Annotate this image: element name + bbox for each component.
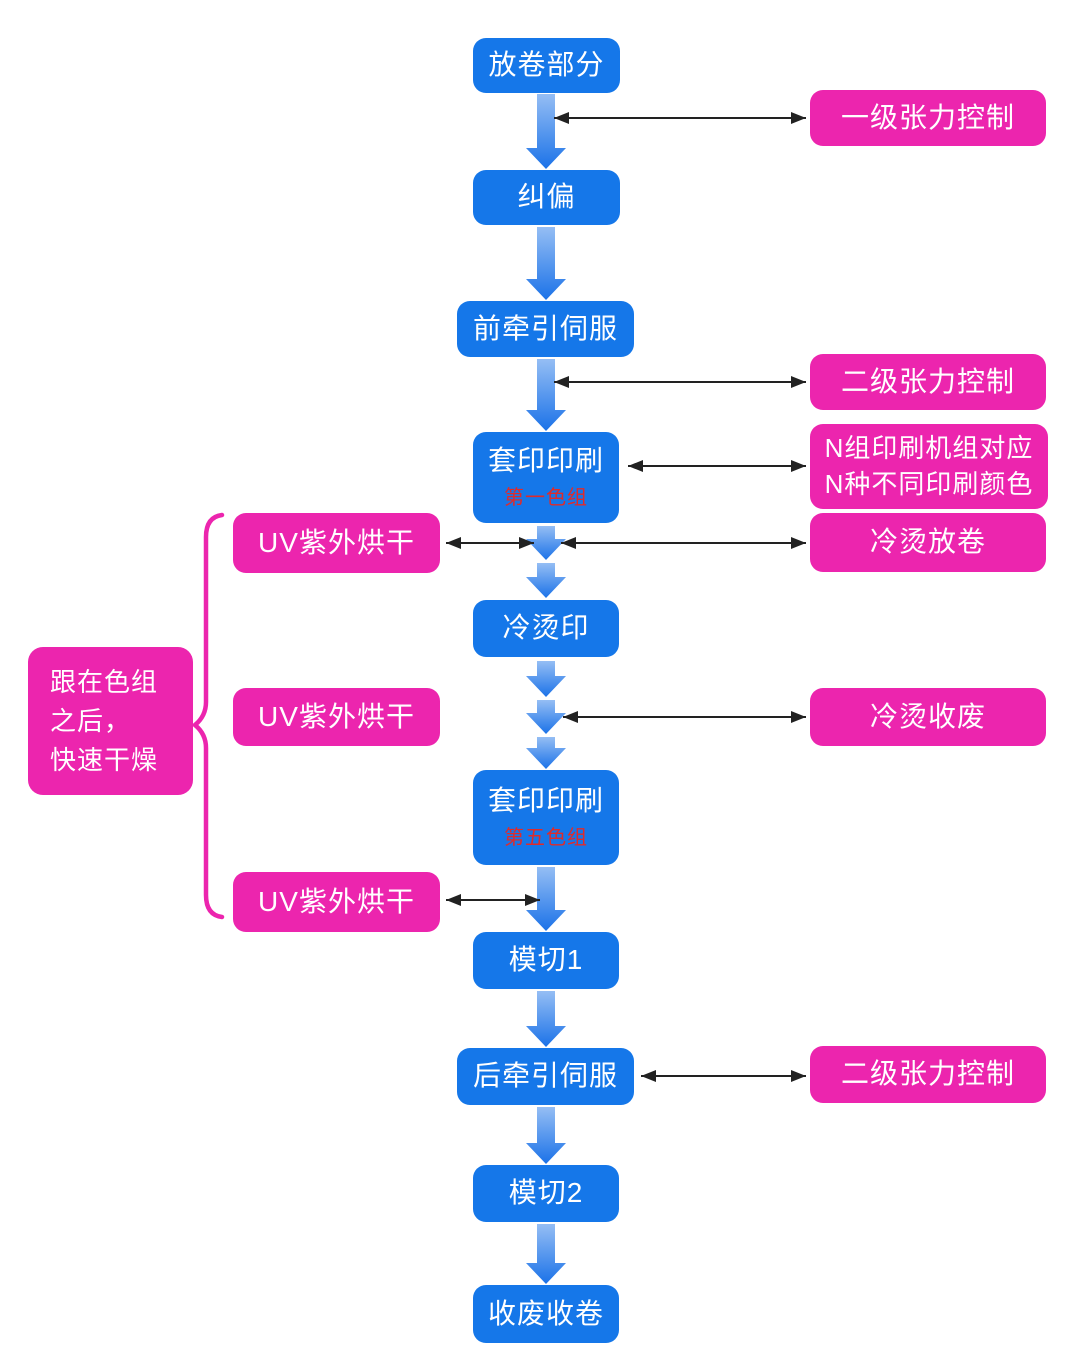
node-label: 前牵引伺服 xyxy=(472,312,618,344)
side-note-uv-dryer-3: UV紫外烘干 xyxy=(233,872,440,932)
node-label: 模切2 xyxy=(508,1177,584,1209)
flow-node-front-traction-servo: 前牵引伺服 xyxy=(457,301,634,357)
node-sublabel: 第五色组 xyxy=(504,826,588,849)
flow-down-arrow-icon xyxy=(526,1224,566,1284)
link-arrow-icon xyxy=(446,537,534,549)
note-label: 一级张力控制 xyxy=(840,101,1015,133)
flow-down-arrow-icon xyxy=(526,359,566,431)
side-note-cold-foil-unwind: 冷烫放卷 xyxy=(810,513,1046,572)
side-note-uv-dryer-1: UV紫外烘干 xyxy=(233,513,440,573)
flow-node-rear-traction-servo: 后牵引伺服 xyxy=(457,1048,634,1105)
note-label: 二级张力控制 xyxy=(840,365,1015,397)
brace-icon xyxy=(191,512,225,920)
annotation-line: 之后， xyxy=(50,705,132,736)
side-note-secondary-tension-2: 二级张力控制 xyxy=(810,1046,1046,1103)
link-arrow-icon xyxy=(446,894,540,906)
flow-down-arrow-icon xyxy=(526,991,566,1047)
node-label: 纠偏 xyxy=(517,181,576,213)
node-label: 套印印刷 xyxy=(487,785,604,817)
annotation-line: 跟在色组 xyxy=(50,666,159,697)
note-label: 二级张力控制 xyxy=(840,1058,1015,1090)
flow-down-arrow-icon xyxy=(526,737,566,769)
link-arrow-icon xyxy=(561,537,806,549)
flow-down-arrow-icon xyxy=(526,563,566,598)
link-arrow-icon xyxy=(554,112,806,124)
flow-node-waste-rewind: 收废收卷 xyxy=(473,1285,619,1343)
annotation-uv-drying: 跟在色组 之后， 快速干燥 xyxy=(28,647,193,795)
side-note-secondary-tension-1: 二级张力控制 xyxy=(810,354,1046,410)
note-label: 冷烫收废 xyxy=(869,700,986,732)
flow-node-unwind-section: 放卷部分 xyxy=(473,38,620,93)
flow-down-arrow-icon xyxy=(526,661,566,697)
node-label: 放卷部分 xyxy=(488,49,605,81)
link-arrow-icon xyxy=(563,711,806,723)
note-label: N组印刷机组对应 xyxy=(824,433,1034,464)
link-arrow-icon xyxy=(641,1070,806,1082)
link-arrow-icon xyxy=(554,376,806,388)
flow-down-arrow-icon xyxy=(526,227,566,300)
flow-node-cold-foil-print: 冷烫印 xyxy=(473,600,619,657)
flow-down-arrow-icon xyxy=(526,1107,566,1164)
note-label: N种不同印刷颜色 xyxy=(824,468,1034,499)
side-note-uv-dryer-2: UV紫外烘干 xyxy=(233,688,440,746)
flow-node-web-guiding: 纠偏 xyxy=(473,170,620,225)
node-sublabel: 第一色组 xyxy=(504,486,588,509)
note-label: UV紫外烘干 xyxy=(258,700,415,732)
link-arrow-icon xyxy=(628,460,806,472)
flow-node-overprint-first-color: 套印印刷 第一色组 xyxy=(473,432,619,523)
node-label: 后牵引伺服 xyxy=(472,1060,618,1092)
flow-down-arrow-icon xyxy=(526,94,566,169)
node-label: 套印印刷 xyxy=(487,445,604,477)
node-label: 收废收卷 xyxy=(487,1297,604,1329)
annotation-line: 快速干燥 xyxy=(50,744,159,775)
node-label: 冷烫印 xyxy=(502,612,590,644)
side-note-primary-tension: 一级张力控制 xyxy=(810,90,1046,146)
side-note-cold-foil-waste: 冷烫收废 xyxy=(810,688,1046,746)
note-label: 冷烫放卷 xyxy=(869,526,986,558)
flow-down-arrow-icon xyxy=(526,700,566,734)
side-note-print-units: N组印刷机组对应 N种不同印刷颜色 xyxy=(810,424,1048,509)
note-label: UV紫外烘干 xyxy=(258,526,415,558)
node-label: 模切1 xyxy=(508,944,584,976)
flow-node-die-cut-1: 模切1 xyxy=(473,932,619,989)
flow-node-die-cut-2: 模切2 xyxy=(473,1165,619,1222)
note-label: UV紫外烘干 xyxy=(258,885,415,917)
flow-node-overprint-fifth-color: 套印印刷 第五色组 xyxy=(473,770,619,865)
